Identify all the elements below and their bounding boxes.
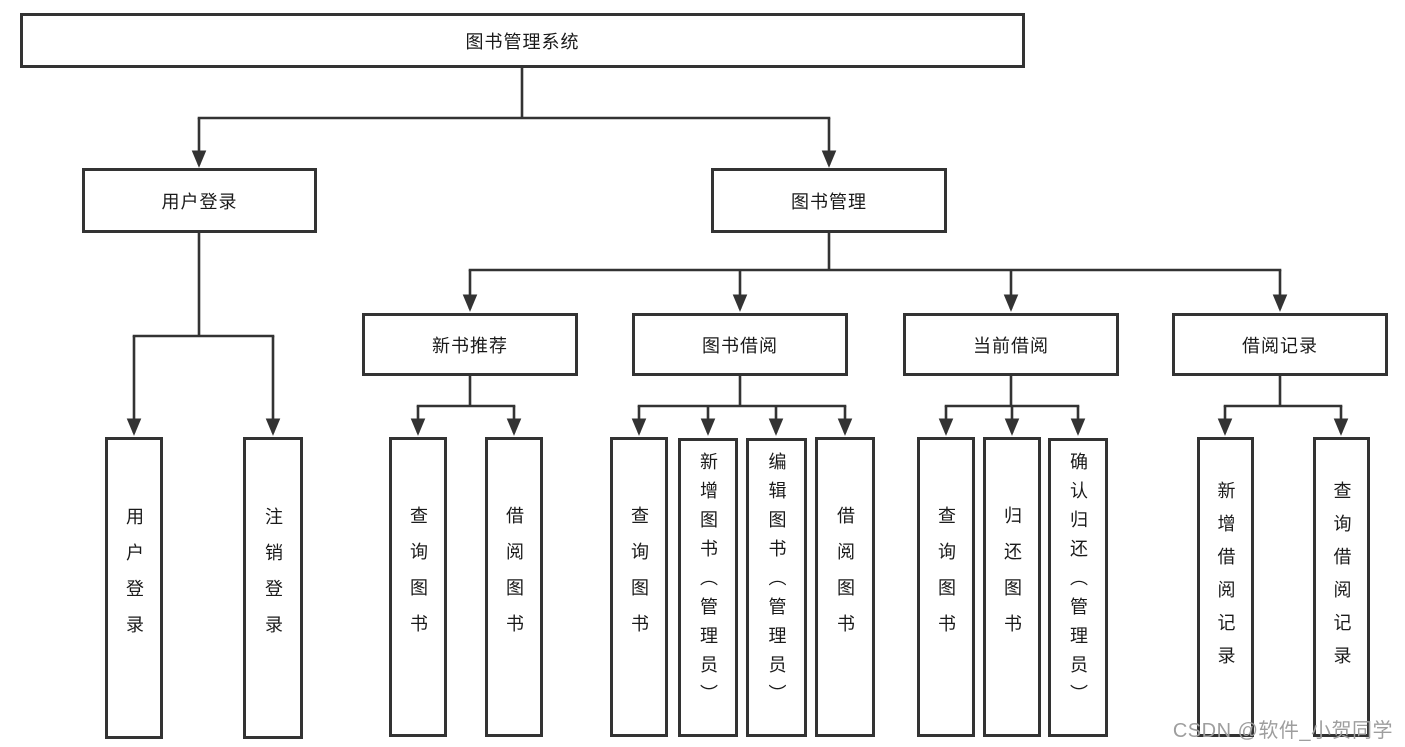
node-borrowing-records-label: 借阅记录 — [1242, 335, 1318, 356]
node-current-borrowing: 当前借阅 — [903, 313, 1119, 376]
node-current-borrowing-label: 当前借阅 — [973, 335, 1049, 356]
leaf-return-books: 归还图书 — [983, 437, 1041, 737]
leaf-logout-login: 注销登录 — [243, 437, 303, 739]
leaf-recommend-query-books: 查询图书 — [389, 437, 447, 737]
leaf-add-borrow-record-label: 新增借阅记录 — [1215, 481, 1236, 679]
node-book-management-label: 图书管理 — [791, 191, 867, 212]
node-book-borrowing-label: 图书借阅 — [702, 335, 778, 356]
node-root-label: 图书管理系统 — [465, 31, 580, 52]
node-root: 图书管理系统 — [20, 13, 1025, 68]
leaf-edit-books-admin: 编辑图书（管理员） — [746, 438, 807, 737]
leaf-query-borrow-record-label: 查询借阅记录 — [1331, 481, 1352, 679]
leaf-query-borrow-record: 查询借阅记录 — [1313, 437, 1370, 737]
node-new-book-recommend-label: 新书推荐 — [432, 335, 508, 356]
leaf-borrowing-borrow-books: 借阅图书 — [815, 437, 875, 737]
node-book-borrowing: 图书借阅 — [632, 313, 848, 376]
leaf-current-query-books-label: 查询图书 — [936, 506, 956, 650]
leaf-user-login: 用户登录 — [105, 437, 163, 739]
leaf-edit-books-admin-label: 编辑图书（管理员） — [766, 452, 787, 713]
watermark: CSDN @软件_小贺同学 — [1172, 720, 1393, 742]
leaf-recommend-query-books-label: 查询图书 — [408, 506, 428, 650]
leaf-add-books-admin-label: 新增图书（管理员） — [698, 452, 718, 713]
leaf-borrowing-borrow-books-label: 借阅图书 — [835, 506, 855, 650]
leaf-confirm-return-admin: 确认归还（管理员） — [1048, 438, 1108, 737]
node-user-login: 用户登录 — [82, 168, 317, 233]
leaf-recommend-borrow-books: 借阅图书 — [485, 437, 543, 737]
leaf-recommend-borrow-books-label: 借阅图书 — [504, 506, 524, 650]
leaf-add-books-admin: 新增图书（管理员） — [678, 438, 738, 737]
node-book-management: 图书管理 — [711, 168, 947, 233]
leaf-confirm-return-admin-label: 确认归还（管理员） — [1068, 452, 1088, 713]
leaf-logout-login-label: 注销登录 — [263, 507, 283, 651]
leaf-borrowing-query-books-label: 查询图书 — [629, 506, 649, 650]
leaf-borrowing-query-books: 查询图书 — [610, 437, 668, 737]
leaf-return-books-label: 归还图书 — [1002, 506, 1022, 650]
leaf-current-query-books: 查询图书 — [917, 437, 975, 737]
node-new-book-recommend: 新书推荐 — [362, 313, 578, 376]
leaf-user-login-label: 用户登录 — [124, 507, 144, 651]
leaf-add-borrow-record: 新增借阅记录 — [1197, 437, 1254, 737]
node-borrowing-records: 借阅记录 — [1172, 313, 1388, 376]
node-user-login-label: 用户登录 — [161, 191, 238, 212]
